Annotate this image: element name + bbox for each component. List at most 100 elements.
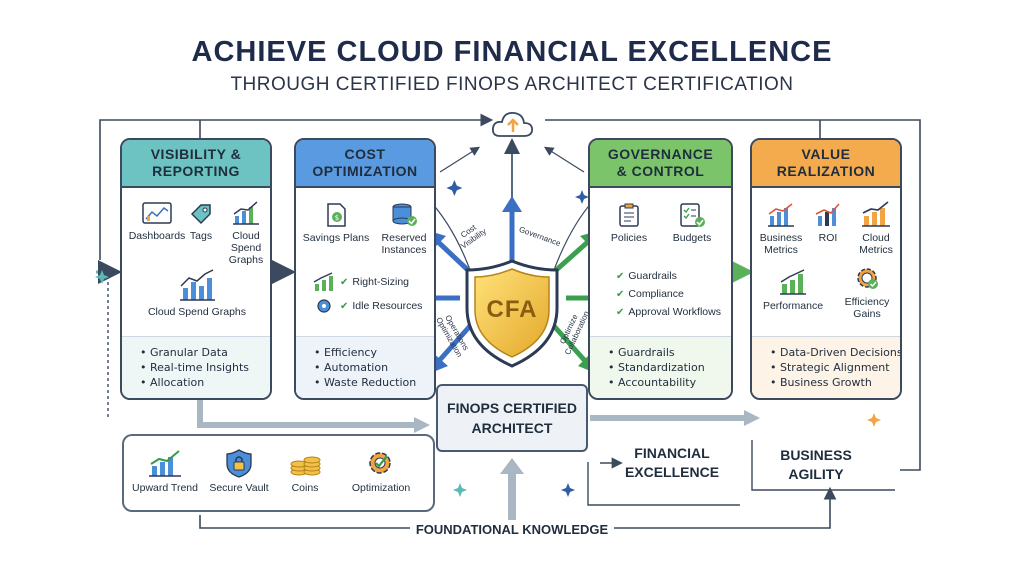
check-approval-workflows: Approval Workflows [616, 306, 721, 318]
roi-chart-icon [815, 203, 840, 226]
document-dollar-icon: $ [327, 203, 346, 227]
panel-value-body: Business Metrics ROI Cloud Metrics Perfo… [752, 188, 900, 336]
reserved-instances-label: Reserved Instances [381, 232, 427, 256]
idle-resources-icon-wrap [312, 296, 336, 320]
right-sizing-icon-wrap [310, 272, 338, 296]
business-metrics-label: Business Metrics [759, 232, 803, 256]
bullet-allocation: Allocation [140, 375, 270, 390]
bar-chart-icon [233, 201, 259, 225]
panel-visibility-reporting: VISIBILITY & REPORTING Dashboards Tags C… [120, 138, 272, 400]
cloud-metrics-label: Cloud Metrics [859, 232, 893, 256]
panel-visibility-title: VISIBILITY & REPORTING [150, 146, 242, 179]
bullet-waste-reduction: Waste Reduction [314, 375, 434, 390]
foundation-panel: Upward Trend Secure Vault Coins Optimiza… [122, 434, 435, 512]
finops-certified-architect-box: FINOPS CERTIFIED ARCHITECT [436, 384, 588, 452]
panel-visibility-footer: Granular Data Real-time Insights Allocat… [122, 336, 270, 398]
dashboards-item: Dashboards [126, 202, 188, 242]
optimization-item: Optimization [336, 448, 426, 494]
budgets-label: Budgets [672, 232, 712, 244]
database-check-icon [392, 203, 417, 226]
panel-cost-body: $ Savings Plans Reserved Instances Right… [296, 188, 434, 336]
bullet-efficiency: Efficiency [314, 345, 434, 360]
panel-governance-body: Policies Budgets Guardrails Compliance A… [590, 188, 731, 336]
panel-value-footer: Data-Driven Decisions Strategic Alignmen… [752, 336, 900, 398]
tags-item: Tags [182, 202, 220, 242]
bullet-accountability: Accountability [608, 375, 731, 390]
clipboard-icon [619, 203, 639, 227]
cloud-spend-graphs-item: Cloud Spend Graphs [222, 200, 270, 266]
savings-plans-label: Savings Plans [302, 232, 370, 244]
foundational-knowledge-label: FOUNDATIONAL KNOWLEDGE [410, 520, 614, 539]
upward-trend-label: Upward Trend [132, 482, 198, 494]
bullet-granular-data: Granular Data [140, 345, 270, 360]
performance-label: Performance [762, 300, 824, 312]
policies-label: Policies [610, 232, 648, 244]
budgets-item: Budgets [666, 202, 718, 244]
policies-item: Policies [604, 202, 654, 244]
line-chart-icon [180, 269, 215, 301]
panel-cost-footer: Efficiency Automation Waste Reduction [296, 336, 434, 398]
cloud-spend-graphs-label-2: Cloud Spend Graphs [147, 306, 247, 318]
coins-icon [290, 456, 321, 476]
panel-governance-control: GOVERNANCE & CONTROL Policies Budgets Gu… [588, 138, 733, 400]
svg-text:$: $ [335, 214, 339, 222]
optimization-gear-icon [369, 452, 391, 474]
roi-label: ROI [818, 232, 838, 244]
secure-vault-item: Secure Vault [204, 448, 274, 494]
panel-value-header: VALUE REALIZATION [752, 140, 900, 188]
finops-certified-architect-label: FINOPS CERTIFIED ARCHITECT [447, 400, 577, 436]
coins-label: Coins [291, 482, 319, 494]
business-metrics-item: Business Metrics [756, 202, 806, 256]
upward-trend-icon [149, 450, 181, 477]
checklist-icon [680, 203, 705, 227]
page-title: ACHIEVE CLOUD FINANCIAL EXCELLENCE [191, 36, 833, 68]
page-subtitle: THROUGH CERTIFIED FINOPS ARCHITECT CERTI… [230, 74, 794, 95]
idle-resources-label: Idle Resources [340, 300, 422, 312]
efficiency-gear-icon [857, 268, 878, 289]
dashboard-icon [142, 202, 172, 224]
lock-icon [226, 449, 252, 478]
coins-item: Coins [280, 448, 330, 494]
growth-bars-icon [862, 201, 890, 227]
savings-plans-item: $ Savings Plans [300, 202, 372, 244]
cfa-shield: CFA [462, 258, 562, 370]
bullet-business-growth: Business Growth [770, 375, 900, 390]
upward-trend-item: Upward Trend [132, 448, 198, 494]
business-agility-label: BUSINESS AGILITY [780, 447, 852, 482]
panel-value-title: VALUE REALIZATION [776, 146, 876, 179]
optimization-label: Optimization [351, 482, 411, 494]
bullet-standardization: Standardization [608, 360, 731, 375]
performance-chart-icon [780, 269, 806, 295]
right-sizing-label: Right-Sizing [340, 276, 409, 288]
shield-icon [465, 259, 559, 368]
bullet-real-time-insights: Real-time Insights [140, 360, 270, 375]
tag-icon [190, 204, 211, 225]
growth-chart-icon [313, 272, 333, 291]
bullet-strategic-alignment: Strategic Alignment [770, 360, 900, 375]
gear-icon [317, 299, 331, 313]
check-guardrails: Guardrails [616, 270, 676, 282]
roi-item: ROI [808, 202, 848, 244]
panel-cost-header: COST OPTIMIZATION [296, 140, 434, 188]
bullet-automation: Automation [314, 360, 434, 375]
panel-cost-title: COST OPTIMIZATION [312, 146, 418, 179]
bullet-guardrails: Guardrails [608, 345, 731, 360]
panel-governance-title: GOVERNANCE & CONTROL [607, 146, 714, 179]
bullet-data-driven-decisions: Data-Driven Decisions [770, 345, 900, 360]
panel-visibility-body: Dashboards Tags Cloud Spend Graphs Cloud… [122, 188, 270, 336]
trend-chart-icon [768, 203, 794, 227]
cloud-spend-graphs-item-2: Cloud Spend Graphs [142, 268, 252, 318]
check-compliance: Compliance [616, 288, 683, 300]
cloud-icon [490, 106, 536, 142]
financial-excellence-label: FINANCIAL EXCELLENCE [624, 445, 720, 480]
cloud-metrics-item: Cloud Metrics [850, 200, 900, 256]
shield-text: CFA [486, 296, 538, 323]
dashboards-label: Dashboards [128, 230, 186, 242]
panel-visibility-header: VISIBILITY & REPORTING [122, 140, 270, 188]
panel-value-realization: VALUE REALIZATION Business Metrics ROI C… [750, 138, 902, 400]
panel-cost-optimization: COST OPTIMIZATION $ Savings Plans Reserv… [294, 138, 436, 400]
secure-vault-label: Secure Vault [209, 482, 269, 494]
efficiency-gains-item: Efficiency Gains [836, 264, 898, 320]
reserved-instances-item: Reserved Instances [374, 202, 434, 256]
panel-governance-header: GOVERNANCE & CONTROL [590, 140, 731, 188]
